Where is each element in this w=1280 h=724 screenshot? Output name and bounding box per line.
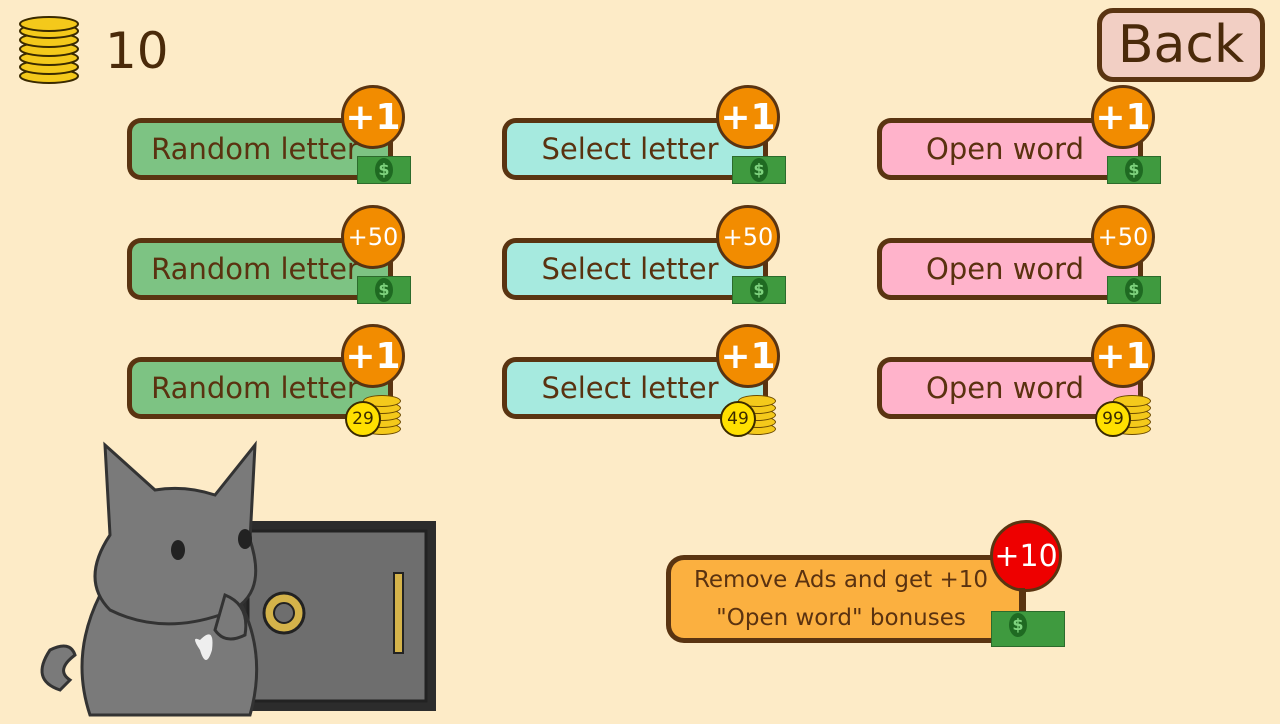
cash-bill-icon [357,156,411,184]
button-label: Select letter [541,371,719,405]
remove-ads-line2: "Open word" bonuses [716,605,966,631]
bonus-badge: +50 [341,205,405,269]
coin-price-value: 99 [1095,401,1131,437]
back-button[interactable]: Back [1097,8,1265,82]
back-label: Back [1117,15,1245,75]
bonus-badge: +1 [716,85,780,149]
cash-bill-icon [732,156,786,184]
cash-bill-icon [991,611,1065,647]
button-label: Open word [926,252,1084,286]
bonus-badge: +50 [1091,205,1155,269]
bonus-badge: +50 [716,205,780,269]
cash-bill-icon [1107,276,1161,304]
coin-price: 49 [720,393,776,437]
cat-illustration [30,425,270,724]
button-label: Random letter [151,252,359,286]
safe-illustration [232,517,442,721]
remove-ads-badge: +10 [990,520,1062,592]
button-label: Select letter [541,252,719,286]
coin-price-value: 29 [345,401,381,437]
bonus-badge: +1 [341,85,405,149]
cash-bill-icon [1107,156,1161,184]
button-label: Open word [926,371,1084,405]
button-label: Open word [926,132,1084,166]
cash-bill-icon [357,276,411,304]
bonus-badge: +1 [1091,85,1155,149]
open-word-button[interactable]: Open word [877,357,1143,419]
coin-price-value: 49 [720,401,756,437]
bonus-badge: +1 [341,324,405,388]
button-label: Select letter [541,132,719,166]
button-label: Random letter [151,371,359,405]
remove-ads-line1: Remove Ads and get +10 [693,567,989,593]
bonus-badge: +1 [716,324,780,388]
coin-stack-icon [18,16,82,84]
button-label: Random letter [151,132,359,166]
remove-ads-button[interactable]: Remove Ads and get +10 "Open word" bonus… [666,555,1026,643]
cash-bill-icon [732,276,786,304]
coin-price: 99 [1095,393,1151,437]
bonus-badge: +1 [1091,324,1155,388]
coin-count: 10 [105,22,169,80]
coin-price: 29 [345,393,401,437]
